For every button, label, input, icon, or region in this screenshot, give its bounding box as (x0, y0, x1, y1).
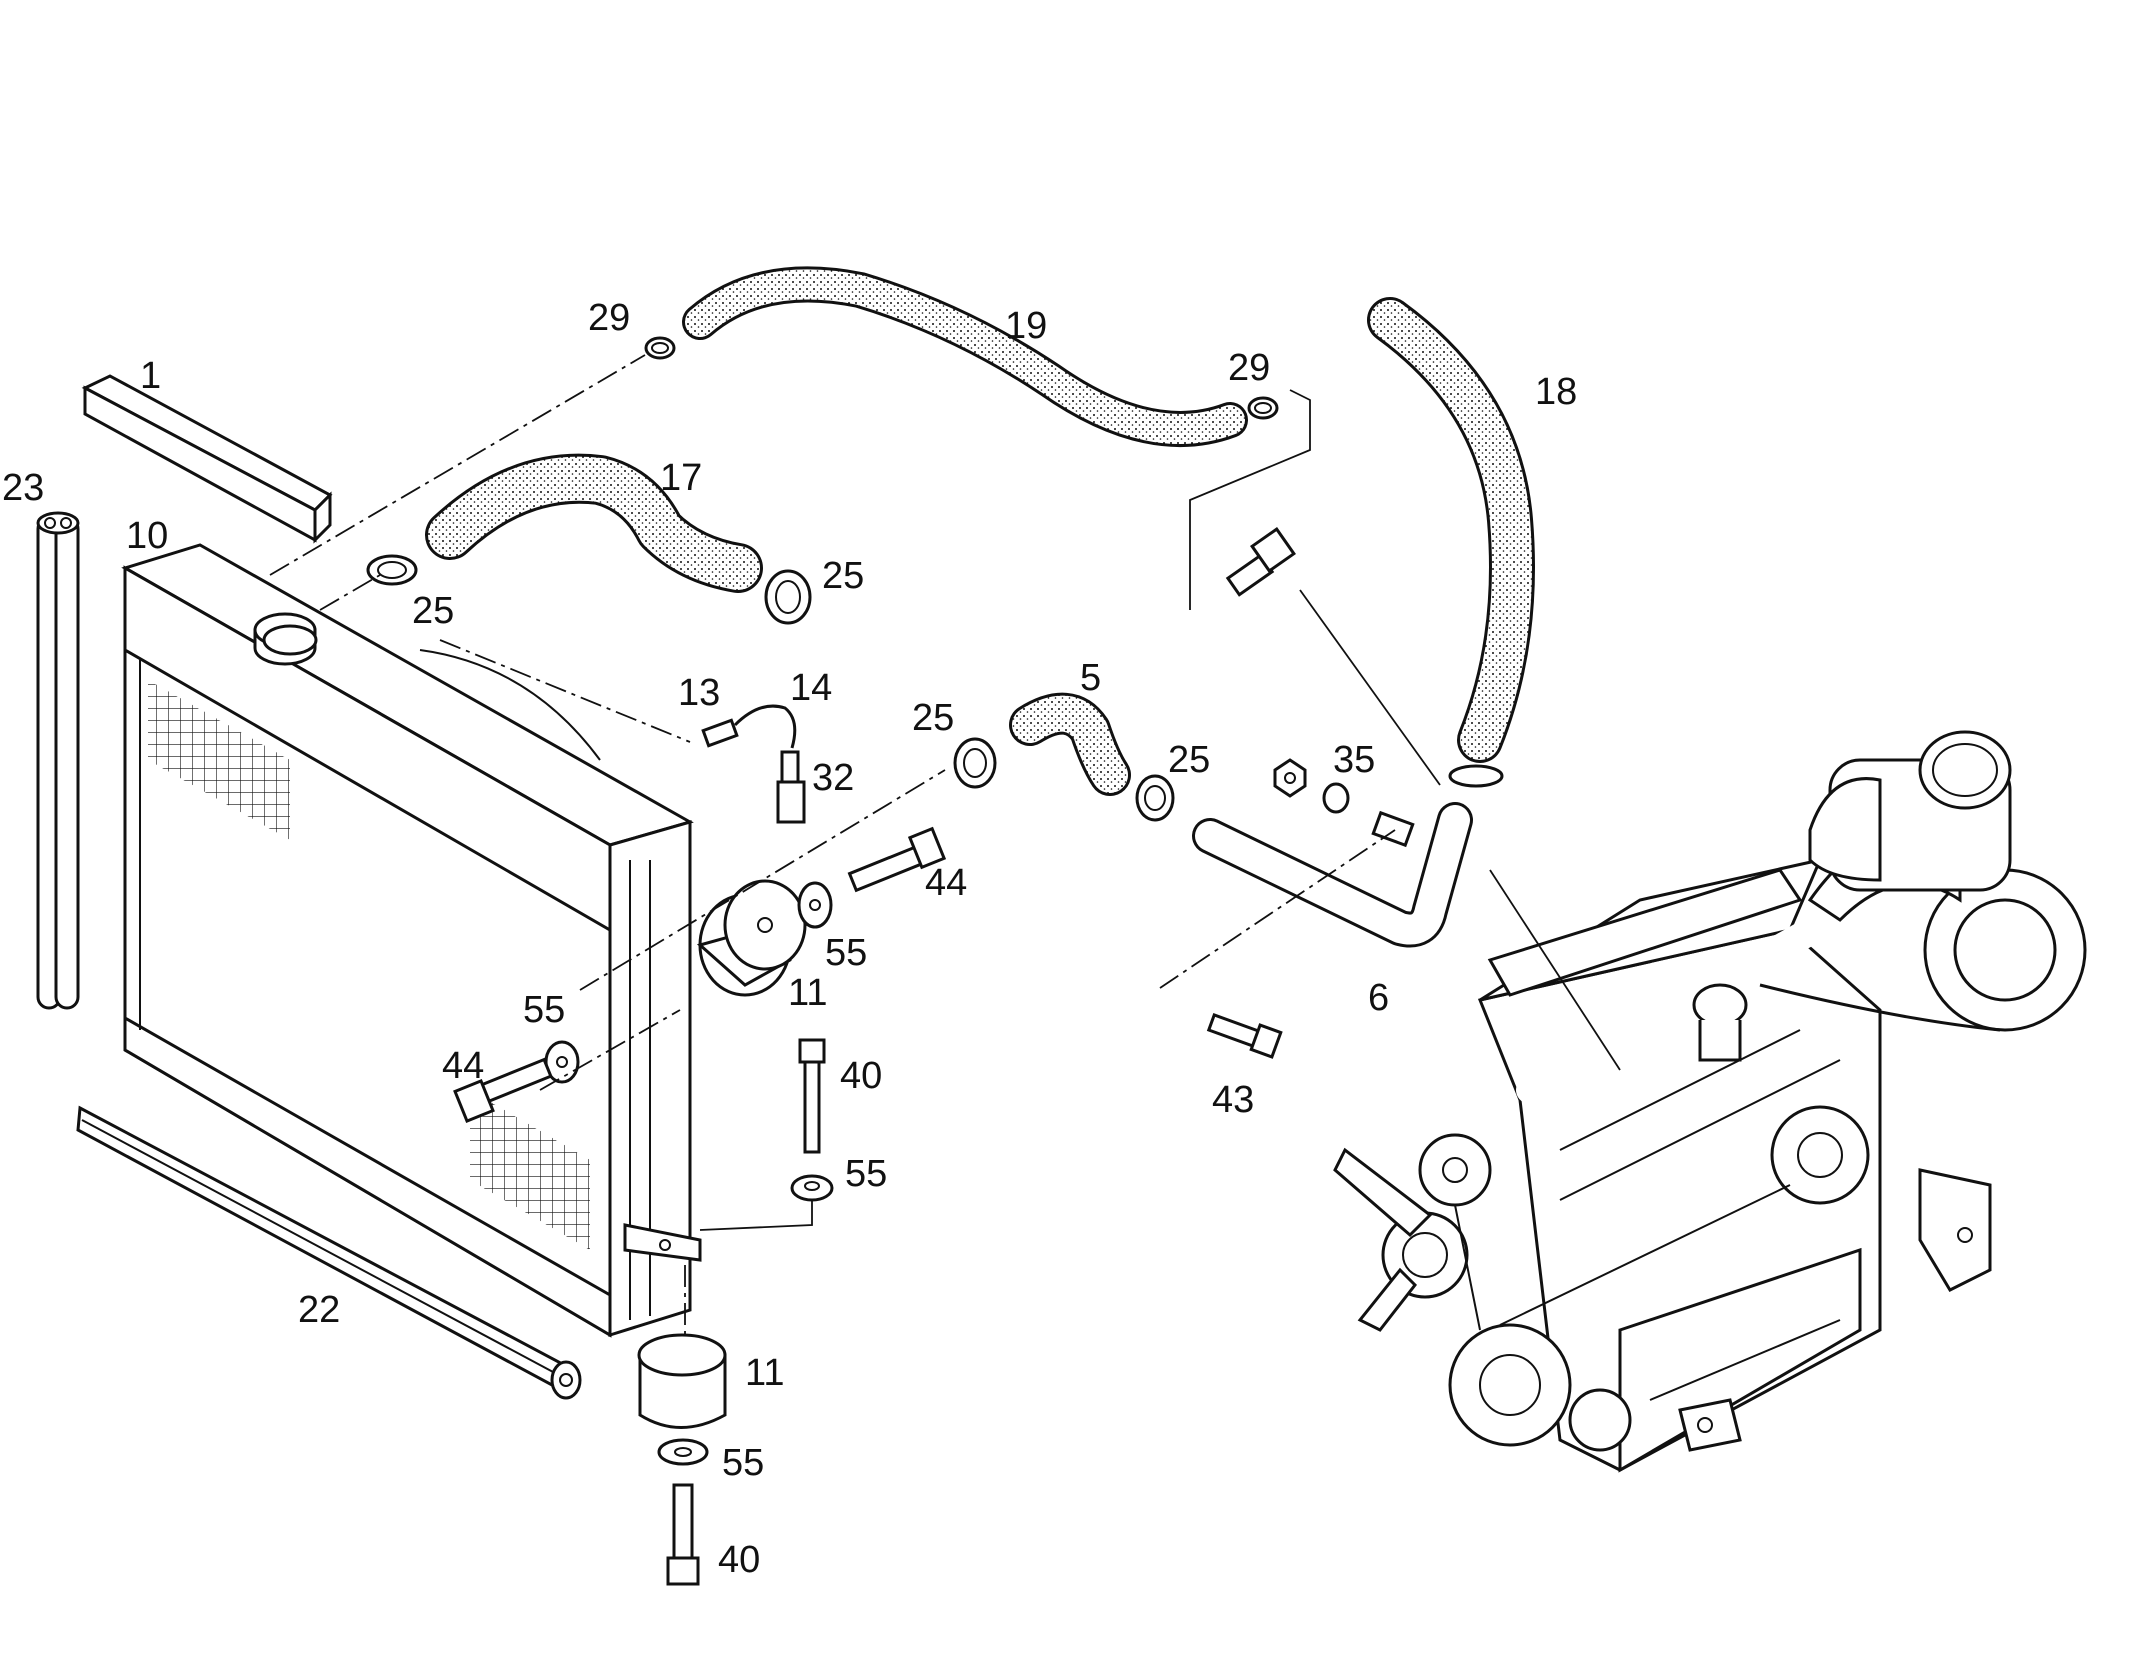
seal-strip-bottom (76, 1105, 582, 1400)
label-44b: 44 (442, 1045, 484, 1087)
hose-clamp-near-18 (1448, 764, 1504, 788)
bolt-44a (847, 826, 947, 893)
bolt-44b (453, 1057, 553, 1124)
bolt-40b (666, 1483, 700, 1586)
label-55d: 55 (722, 1442, 764, 1484)
label-25b: 25 (412, 590, 454, 632)
label-40a: 40 (840, 1055, 882, 1097)
hose-upper-bypass (682, 266, 1248, 447)
label-17: 17 (660, 457, 702, 499)
hose-clamp-25b (764, 569, 812, 625)
seal-strip-top (81, 374, 333, 544)
label-6: 6 (1368, 977, 1389, 1019)
rubber-mount-upper (696, 879, 807, 997)
label-19: 19 (1005, 305, 1047, 347)
label-23: 23 (2, 467, 44, 509)
engine-assembly (1333, 730, 2087, 1473)
hose-fitting (1225, 527, 1296, 597)
hose-clamp-29a (644, 336, 676, 360)
radiator (121, 543, 702, 1338)
washer-55c (790, 1174, 834, 1202)
washer-55a (797, 881, 833, 929)
label-14: 14 (790, 667, 832, 709)
label-29b: 29 (1228, 347, 1270, 389)
label-22: 22 (298, 1289, 340, 1331)
nut-35 (1273, 758, 1350, 814)
label-55a: 55 (825, 932, 867, 974)
label-25d: 25 (1168, 739, 1210, 781)
bolt-43 (1206, 1013, 1283, 1059)
temperature-sensor (701, 704, 806, 824)
label-25c: 25 (912, 697, 954, 739)
label-5: 5 (1080, 657, 1101, 699)
hose-radiator-upper (425, 453, 763, 593)
label-18: 18 (1535, 371, 1577, 413)
label-35: 35 (1333, 739, 1375, 781)
hose-elbow (1009, 692, 1131, 796)
washer-55d (657, 1438, 709, 1466)
label-11a: 11 (788, 972, 827, 1014)
label-13: 13 (678, 672, 720, 714)
leader-lines (269, 354, 1621, 1340)
seal-strip-left (36, 511, 80, 1010)
part-labels: 1 23 10 29 19 29 18 17 25 25 13 14 5 25 … (2, 297, 1577, 1581)
label-40b: 40 (718, 1539, 760, 1581)
label-10: 10 (126, 515, 168, 557)
hose-clamp-25a (366, 554, 418, 586)
label-11b: 11 (745, 1352, 784, 1394)
label-55b: 55 (523, 989, 565, 1031)
hose-clamp-25c (953, 737, 997, 789)
label-25a: 25 (822, 555, 864, 597)
hose-clamp-25d (1135, 774, 1175, 822)
hose-clamp-29b (1247, 396, 1279, 420)
label-32: 32 (812, 757, 854, 799)
label-55c: 55 (845, 1153, 887, 1195)
rubber-mount-lower (637, 1333, 727, 1429)
label-1: 1 (140, 355, 161, 397)
hose-long-return (1367, 297, 1535, 763)
label-44a: 44 (925, 862, 967, 904)
coolant-pipe (1192, 802, 1473, 948)
label-43: 43 (1212, 1079, 1254, 1121)
label-29a: 29 (588, 297, 630, 339)
bolt-40a (798, 1038, 826, 1154)
